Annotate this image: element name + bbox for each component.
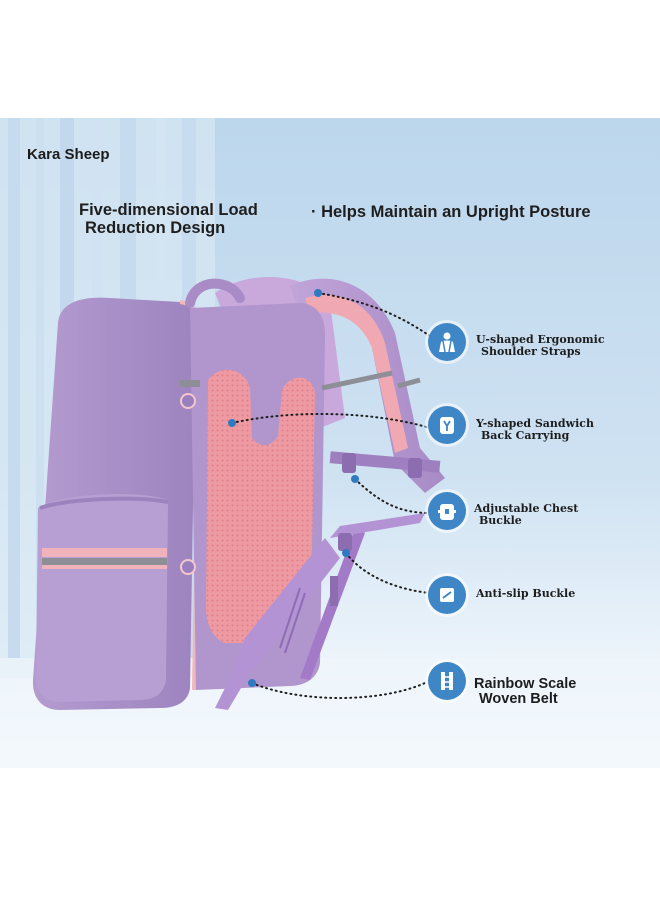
load-reduction-headline: Five-dimensional Load Reduction Design (79, 201, 258, 237)
feature-woven-belt-line2: Woven Belt (479, 691, 558, 707)
feature-chest-buckle-line1: Adjustable Chest (474, 502, 579, 515)
feature-anti-slip-buckle-line1: Anti-slip Buckle (476, 587, 576, 600)
feature-back-carrying-line2: Back Carrying (481, 429, 570, 442)
feature-shoulder-straps: U-shaped Ergonomic Shoulder Straps (476, 334, 605, 358)
feature-woven-belt-line1: Rainbow Scale (474, 676, 577, 692)
brand-name: Kara Sheep (27, 146, 110, 163)
belt-icon (428, 662, 466, 700)
posture-headline: · Helps Maintain an Upright Posture (311, 203, 591, 221)
headline-left-line1: Five-dimensional Load (79, 201, 258, 219)
feature-woven-belt: Rainbow Scale Woven Belt (474, 677, 576, 707)
feature-chest-buckle: Adjustable Chest Buckle (474, 503, 578, 527)
leader-lines (231, 292, 431, 699)
backpack-illustration (0, 118, 660, 768)
headline-left-line2: Reduction Design (85, 219, 226, 237)
feature-anti-slip-buckle: Anti-slip Buckle (476, 588, 575, 600)
shoulder-straps-icon (428, 323, 466, 361)
feature-shoulder-straps-line1: U-shaped Ergonomic (476, 333, 605, 346)
feature-shoulder-straps-line2: Shoulder Straps (481, 345, 581, 358)
back-panel-icon (428, 406, 466, 444)
buckle-icon (428, 576, 466, 614)
feature-back-carrying-line1: Y-shaped Sandwich (476, 417, 594, 430)
feature-chest-buckle-line2: Buckle (479, 514, 522, 527)
backpack-photo (0, 118, 660, 768)
chest-buckle-icon (428, 492, 466, 530)
feature-back-carrying: Y-shaped Sandwich Back Carrying (476, 418, 594, 442)
